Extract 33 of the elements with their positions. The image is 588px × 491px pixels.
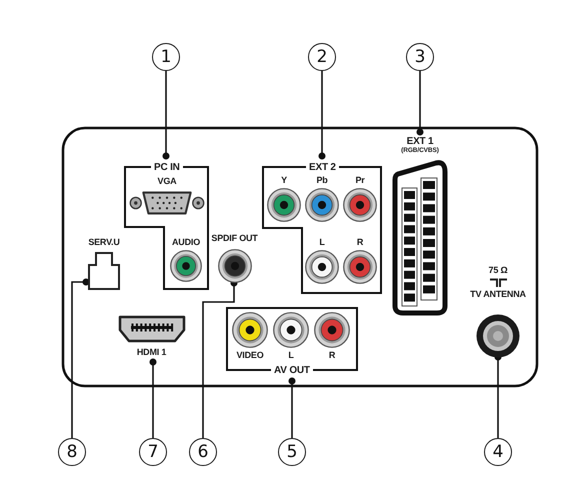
port-label: Pb bbox=[316, 175, 328, 186]
port-label: R bbox=[356, 237, 364, 248]
port-label: VGA bbox=[158, 176, 176, 187]
leader-line bbox=[150, 358, 156, 438]
leader-line bbox=[416, 71, 424, 136]
leader-line bbox=[318, 71, 326, 160]
group-heading: EXT 2 bbox=[309, 162, 336, 172]
port-label: Pr bbox=[355, 175, 365, 186]
port-label: L bbox=[288, 350, 294, 361]
callout-number: 2 bbox=[308, 43, 336, 71]
port-label: SERV.U bbox=[88, 237, 120, 248]
callout-number: 6 bbox=[189, 438, 217, 466]
port-label: AUDIO bbox=[172, 237, 200, 248]
port-label: R bbox=[328, 350, 336, 361]
callout-number: 7 bbox=[139, 438, 167, 466]
port-label: VIDEO bbox=[236, 350, 264, 361]
group-heading: AV OUT bbox=[274, 364, 310, 376]
callout-number: 4 bbox=[484, 438, 512, 466]
callout-number: 8 bbox=[58, 438, 86, 466]
port-label: TV ANTENNA bbox=[470, 289, 526, 300]
port-label: 75 Ω bbox=[488, 265, 508, 276]
port-label: SPDIF OUT bbox=[211, 233, 258, 244]
port-label: L bbox=[319, 237, 325, 248]
port-label: Y bbox=[281, 175, 287, 186]
group-heading: PC IN bbox=[154, 162, 180, 172]
port-label: HDMI 1 bbox=[136, 347, 166, 358]
callout-number: 3 bbox=[406, 43, 434, 71]
leader-line bbox=[71, 278, 90, 438]
leader-line bbox=[162, 71, 170, 160]
leader-line bbox=[288, 378, 296, 438]
callout-number: 5 bbox=[278, 438, 306, 466]
callout-number: 1 bbox=[152, 43, 180, 71]
port-label: EXT 1 bbox=[406, 136, 434, 147]
